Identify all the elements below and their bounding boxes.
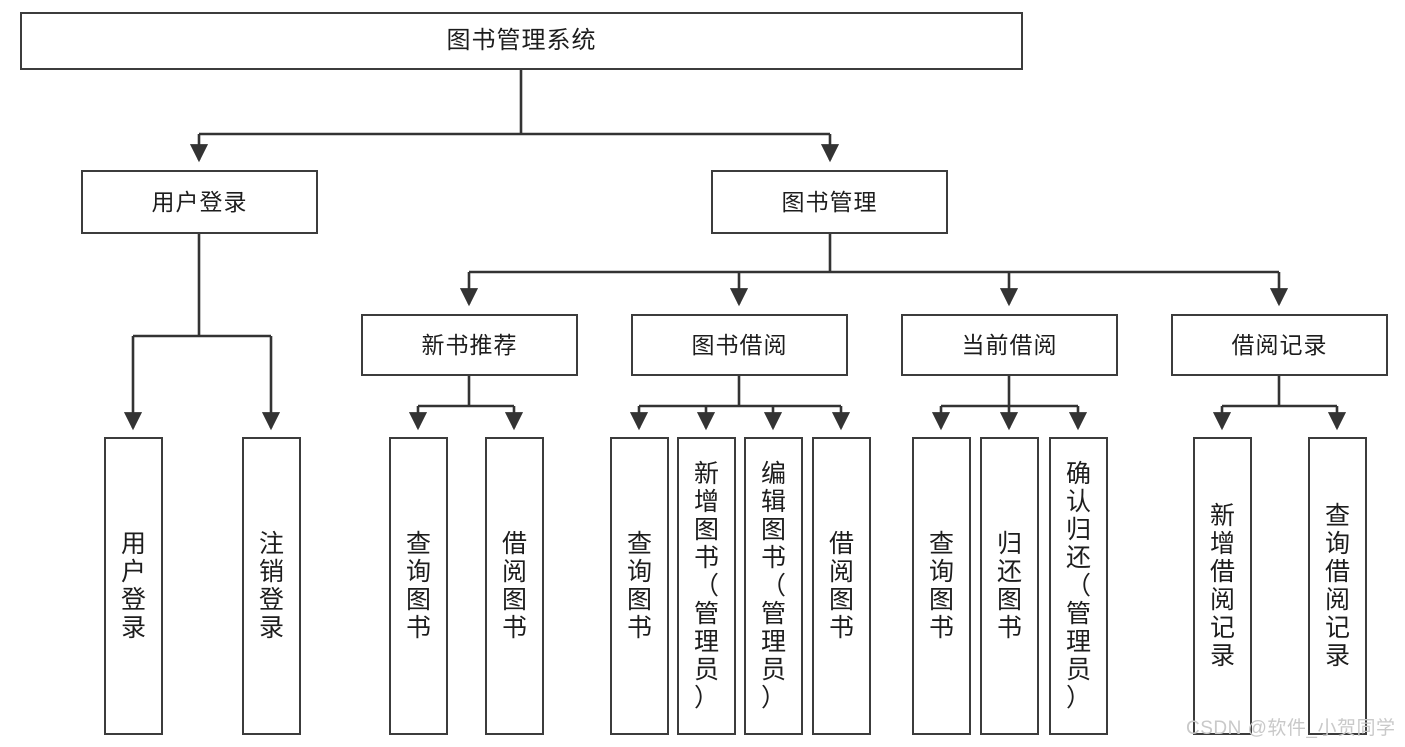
node-borrow-record[interactable]: 借阅记录	[1171, 314, 1388, 376]
node-label: 当前借阅	[961, 331, 1058, 358]
leaf-borrow-book[interactable]: 借 阅 图 书	[812, 437, 871, 735]
node-label: 确 认 归 还 （ 管 理 员 ）	[1065, 460, 1091, 712]
node-label: 编 辑 图 书 （ 管 理 员 ）	[760, 460, 786, 712]
node-label: 新 增 借 阅 记 录	[1209, 502, 1235, 670]
node-label: 借 阅 图 书	[828, 530, 854, 642]
node-label: 新书推荐	[421, 331, 518, 358]
node-label: 用 户 登 录	[120, 530, 146, 642]
leaf-user-login[interactable]: 用 户 登 录	[104, 437, 163, 735]
node-label: 借 阅 图 书	[501, 530, 527, 642]
node-label: 新 增 图 书 （ 管 理 员 ）	[693, 460, 719, 712]
node-new-book-recommend[interactable]: 新书推荐	[361, 314, 578, 376]
leaf-add-book-admin[interactable]: 新 增 图 书 （ 管 理 员 ）	[677, 437, 736, 735]
leaf-add-borrow-record[interactable]: 新 增 借 阅 记 录	[1193, 437, 1252, 735]
node-label: 查 询 图 书	[405, 530, 431, 642]
leaf-query-book-recommend[interactable]: 查 询 图 书	[389, 437, 448, 735]
leaf-user-logout[interactable]: 注 销 登 录	[242, 437, 301, 735]
leaf-query-borrow-record[interactable]: 查 询 借 阅 记 录	[1308, 437, 1367, 735]
leaf-borrow-book-recommend[interactable]: 借 阅 图 书	[485, 437, 544, 735]
node-user-login[interactable]: 用户登录	[81, 170, 318, 234]
node-label: 查 询 图 书	[928, 530, 954, 642]
node-book-borrow[interactable]: 图书借阅	[631, 314, 848, 376]
leaf-query-book-borrow[interactable]: 查 询 图 书	[610, 437, 669, 735]
node-label: 借阅记录	[1231, 331, 1328, 358]
leaf-edit-book-admin[interactable]: 编 辑 图 书 （ 管 理 员 ）	[744, 437, 803, 735]
node-label: 图书管理系统	[446, 27, 597, 55]
node-label: 用户登录	[151, 188, 248, 215]
node-label: 图书借阅	[691, 331, 788, 358]
node-label: 查 询 借 阅 记 录	[1324, 502, 1350, 670]
leaf-query-book-current[interactable]: 查 询 图 书	[912, 437, 971, 735]
leaf-return-book[interactable]: 归 还 图 书	[980, 437, 1039, 735]
leaf-confirm-return-admin[interactable]: 确 认 归 还 （ 管 理 员 ）	[1049, 437, 1108, 735]
node-label: 归 还 图 书	[996, 530, 1022, 642]
node-label: 查 询 图 书	[626, 530, 652, 642]
node-current-borrow[interactable]: 当前借阅	[901, 314, 1118, 376]
node-root-book-management-system[interactable]: 图书管理系统	[20, 12, 1023, 70]
node-book-management[interactable]: 图书管理	[711, 170, 948, 234]
node-label: 注 销 登 录	[258, 530, 284, 642]
node-label: 图书管理	[781, 188, 878, 215]
